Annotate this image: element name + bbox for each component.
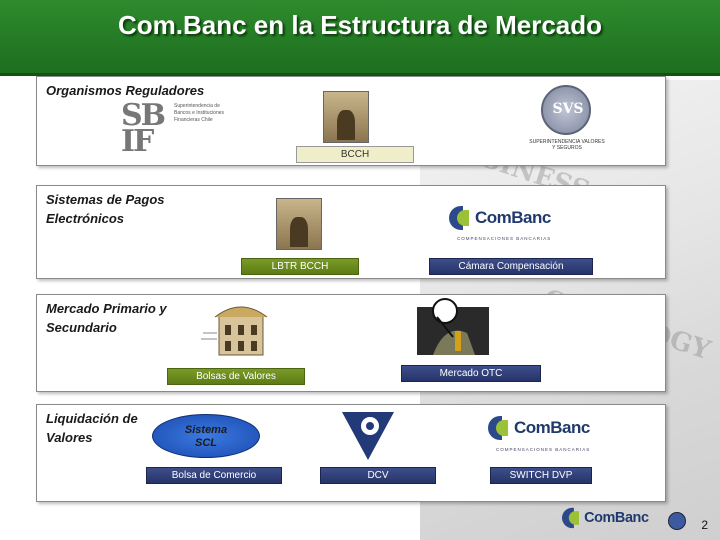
combanc-logo: ComBanc — [488, 414, 590, 442]
combanc-logo-subtext: COMPENSACIONES BANCARIAS — [457, 236, 552, 241]
sbif-logo-text: Superintendencia de Bancos e Institucion… — [174, 103, 225, 123]
otc-pill: Mercado OTC — [401, 365, 541, 382]
switch-dvp-pill: SWITCH DVP — [490, 467, 592, 484]
section-label: Liquidación de Valores — [46, 411, 138, 445]
svs-logo-text: SUPERINTENDENCIA VALORES Y SEGUROS — [529, 139, 605, 151]
lbtr-pill: LBTR BCCH — [241, 258, 359, 275]
section-label: Organismos Reguladores — [46, 83, 205, 98]
section-mercado: Mercado Primario y Secundario Bolsas de … — [36, 294, 666, 392]
dcv-logo — [342, 412, 394, 460]
camara-pill: Cámara Compensación — [429, 258, 593, 275]
header-bar: Com.Banc en la Estructura de Mercado — [0, 0, 720, 76]
section-label: Mercado Primario y Secundario — [46, 301, 167, 335]
section-pagos: Sistemas de Pagos Electrónicos LBTR BCCH… — [36, 185, 666, 279]
combanc-logo: ComBanc — [449, 204, 551, 232]
dcv-pill: DCV — [320, 467, 436, 484]
trader-icon — [417, 298, 489, 355]
combanc-logo-subtext: COMPENSACIONES BANCARIAS — [496, 447, 591, 452]
footer-combanc-logo: ComBanc — [562, 506, 649, 530]
bcch-building-photo — [323, 91, 369, 143]
bolsa-comercio-pill: Bolsa de Comercio — [146, 467, 282, 484]
svs-logo: SVS — [541, 85, 591, 135]
lbtr-building-photo — [276, 198, 322, 250]
section-label: Sistemas de Pagos Electrónicos — [46, 192, 165, 226]
scl-system-ellipse: Sistema SCL — [152, 414, 260, 458]
bolsa-building-icon — [201, 306, 268, 356]
bolsas-pill: Bolsas de Valores — [167, 368, 305, 385]
page-number: 2 — [701, 518, 708, 532]
bcch-pill: BCCH — [296, 146, 414, 163]
page-title: Com.Banc en la Estructura de Mercado — [117, 10, 603, 40]
footer-seal-icon — [668, 512, 686, 530]
